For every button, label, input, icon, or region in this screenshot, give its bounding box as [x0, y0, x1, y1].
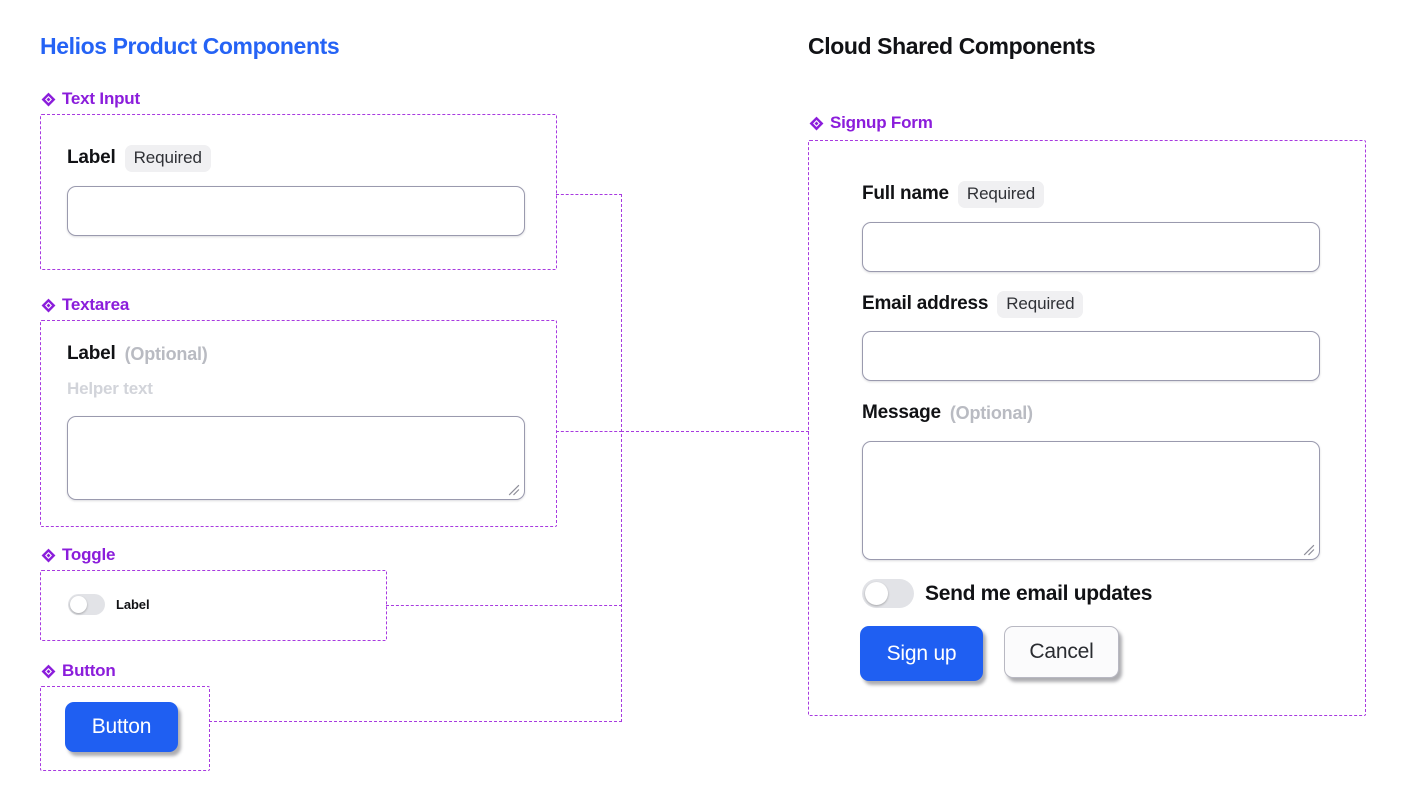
sign-up-button[interactable]: Sign up — [860, 626, 983, 681]
textarea-label: Label — [67, 343, 116, 364]
section-heading-label: Signup Form — [830, 113, 933, 132]
frame-button — [40, 686, 210, 771]
text-input-label: Label — [67, 147, 116, 169]
section-heading-label: Textarea — [62, 295, 130, 314]
frame-text-input — [40, 114, 557, 270]
message-textarea[interactable] — [862, 441, 1320, 560]
component-diamond-icon — [41, 298, 56, 312]
connector-main-to-signup — [621, 431, 809, 432]
textarea-label-row: Label (Optional) — [67, 343, 208, 365]
toggle-switch[interactable] — [68, 594, 105, 615]
textarea-helper-text: Helper text — [67, 379, 153, 398]
connector-textarea-horizontal — [556, 431, 622, 432]
textarea-optional-tag: (Optional) — [124, 343, 208, 364]
section-heading-toggle: Toggle — [41, 545, 115, 565]
component-diamond-icon — [41, 92, 56, 106]
demo-button[interactable]: Button — [65, 702, 178, 752]
component-diamond-icon — [41, 548, 56, 562]
connector-toggle-horizontal — [386, 605, 622, 606]
message-optional-tag: (Optional) — [949, 402, 1033, 423]
component-diamond-icon — [41, 664, 56, 678]
connector-trunk-vertical — [621, 194, 622, 722]
full-name-required-badge: Required — [957, 181, 1045, 208]
email-address-required-badge: Required — [997, 291, 1084, 318]
section-heading-label: Text Input — [62, 89, 140, 108]
full-name-input[interactable] — [862, 222, 1320, 272]
section-heading-textarea: Textarea — [41, 295, 129, 315]
email-updates-toggle-label: Send me email updates — [925, 581, 1153, 605]
message-label-row: Message (Optional) — [862, 402, 1033, 424]
right-column-title: Cloud Shared Components — [808, 33, 1096, 59]
text-input-label-row: Label Required — [67, 145, 211, 172]
section-heading-signup-form: Signup Form — [809, 113, 933, 133]
textarea-field[interactable] — [67, 416, 525, 500]
text-input-required-badge: Required — [124, 145, 211, 172]
frame-toggle — [40, 570, 387, 641]
full-name-label: Full name — [862, 183, 949, 205]
text-input-field[interactable] — [67, 186, 525, 236]
toggle-knob — [70, 596, 87, 613]
toggle-knob — [865, 582, 888, 605]
frame-signup-form — [808, 140, 1366, 716]
resize-handle-icon[interactable] — [1302, 543, 1315, 556]
toggle-row[interactable]: Label — [68, 594, 150, 615]
email-address-input[interactable] — [862, 331, 1320, 381]
connector-textinput-horizontal — [556, 194, 622, 195]
email-updates-toggle-switch[interactable] — [862, 579, 914, 608]
email-updates-toggle-row[interactable]: Send me email updates — [862, 579, 1152, 608]
toggle-label: Label — [116, 597, 150, 612]
section-heading-text-input: Text Input — [41, 89, 140, 109]
left-column-title: Helios Product Components — [40, 33, 340, 59]
connector-button-horizontal — [209, 721, 622, 722]
frame-textarea — [40, 320, 557, 527]
component-diamond-icon — [809, 116, 824, 130]
resize-handle-icon[interactable] — [507, 483, 520, 496]
message-label: Message — [862, 402, 941, 423]
email-address-label: Email address — [862, 293, 989, 315]
cancel-button[interactable]: Cancel — [1004, 626, 1119, 678]
section-heading-button: Button — [41, 661, 116, 681]
section-heading-label: Toggle — [62, 545, 116, 564]
email-address-label-row: Email address Required — [862, 291, 1084, 318]
full-name-label-row: Full name Required — [862, 181, 1045, 208]
section-heading-label: Button — [62, 661, 116, 680]
